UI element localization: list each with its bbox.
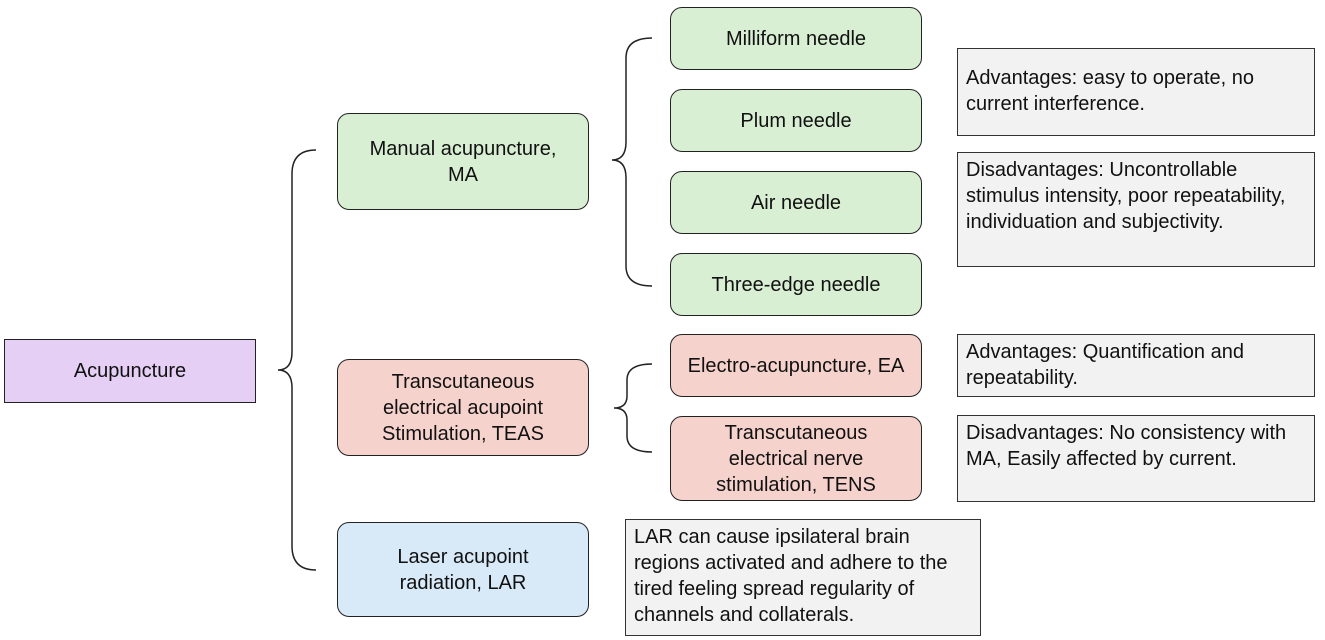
manual-brace (611, 37, 653, 287)
teas-item-label: Transcutaneous electrical nerve stimulat… (716, 421, 876, 496)
category-lar-label: Laser acupoint radiation, LAR (397, 545, 529, 594)
note-text: Advantages: Quantification and repeatabi… (966, 341, 1244, 389)
root-brace (277, 149, 317, 571)
root-node: Acupuncture (4, 339, 256, 403)
note-manual-disadvantages: Disadvantages: Uncontrollable stimulus i… (957, 152, 1315, 267)
note-text: LAR can cause ipsilateral brain regions … (634, 526, 948, 626)
teas-item: Transcutaneous electrical nerve stimulat… (670, 416, 922, 501)
manual-item: Three-edge needle (670, 253, 922, 316)
note-manual-advantages: Advantages: easy to operate, no current … (957, 48, 1315, 136)
note-text: Disadvantages: No consistency with MA, E… (966, 422, 1287, 470)
teas-brace (613, 363, 653, 453)
category-manual-label: Manual acupuncture, MA (369, 137, 557, 186)
note-text: Advantages: easy to operate, no current … (966, 67, 1254, 115)
note-teas-advantages: Advantages: Quantification and repeatabi… (957, 334, 1315, 397)
teas-item: Electro-acupuncture, EA (670, 334, 922, 397)
manual-item-label: Three-edge needle (711, 273, 881, 296)
teas-item-label: Electro-acupuncture, EA (687, 354, 905, 377)
category-lar: Laser acupoint radiation, LAR (337, 522, 589, 617)
manual-item: Milliform needle (670, 7, 922, 70)
manual-item: Plum needle (670, 89, 922, 152)
category-teas-label: Transcutaneous electrical acupoint Stimu… (382, 370, 544, 445)
category-manual: Manual acupuncture, MA (337, 113, 589, 210)
manual-item-label: Plum needle (740, 109, 852, 132)
note-teas-disadvantages: Disadvantages: No consistency with MA, E… (957, 415, 1315, 502)
manual-item-label: Air needle (750, 191, 842, 214)
manual-item: Air needle (670, 171, 922, 234)
category-teas: Transcutaneous electrical acupoint Stimu… (337, 359, 589, 456)
note-text: Disadvantages: Uncontrollable stimulus i… (966, 159, 1286, 233)
note-lar: LAR can cause ipsilateral brain regions … (625, 519, 981, 636)
root-label: Acupuncture (73, 360, 187, 382)
manual-item-label: Milliform needle (725, 27, 867, 50)
